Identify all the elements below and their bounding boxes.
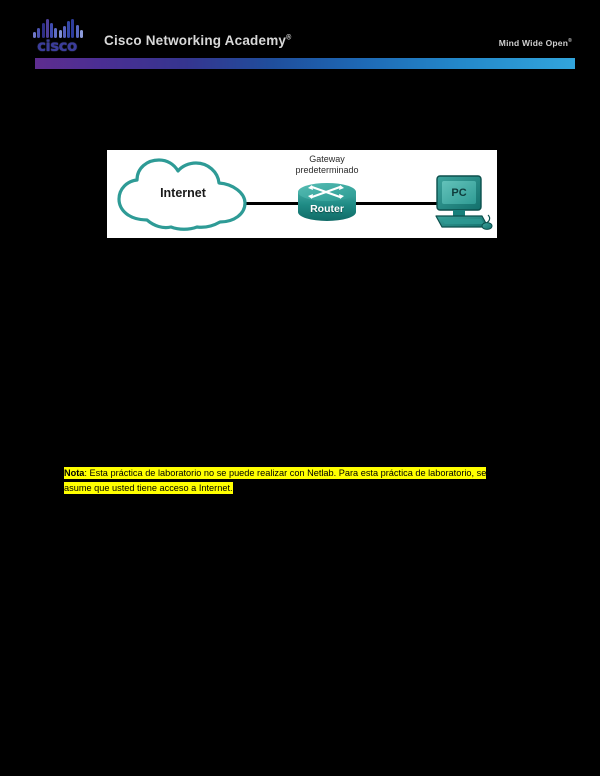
brand-tagline-text: Mind Wide Open (498, 38, 569, 48)
pc-node: PC (434, 174, 496, 232)
page-title: Cisco Networking Academy® (104, 33, 291, 48)
lab-note: Nota: Esta práctica de laboratorio no se… (64, 466, 516, 495)
brand-tagline: Mind Wide Open® (499, 38, 572, 48)
cisco-logo: cisco (29, 19, 85, 55)
link-router-to-pc (356, 202, 442, 205)
link-cloud-to-router (233, 202, 303, 205)
router-caption-line1: Gateway (309, 154, 345, 164)
page-title-text: Cisco Networking Academy (104, 33, 287, 48)
router-caption-line2: predeterminado (295, 165, 359, 175)
lab-note-separator: : (84, 468, 90, 478)
lab-note-highlight: Nota: Esta práctica de laboratorio no se… (64, 467, 487, 494)
cisco-logo-wordmark: cisco (37, 37, 77, 55)
router-caption: Gateway predeterminado (277, 154, 377, 176)
network-topology-diagram: Internet Gateway predeterminado (107, 150, 497, 238)
header-gradient-bar (35, 58, 575, 69)
router-label: Router (310, 203, 344, 215)
lab-note-text: Esta práctica de laboratorio no se puede… (64, 468, 487, 493)
cloud-icon (117, 158, 247, 231)
router-node: Router (296, 183, 358, 221)
page-title-trademark: ® (286, 34, 292, 42)
cisco-logo-bars (33, 19, 83, 38)
internet-cloud-node: Internet (113, 156, 253, 232)
internet-cloud-label: Internet (160, 186, 206, 200)
lab-note-keyword: Nota (64, 468, 85, 478)
brand-tagline-trademark: ® (568, 38, 572, 45)
pc-label: PC (451, 187, 467, 199)
desktop-computer-icon (435, 175, 493, 230)
router-icon (298, 183, 356, 221)
page-header: cisco Cisco Networking Academy® Mind Wid… (0, 0, 600, 70)
